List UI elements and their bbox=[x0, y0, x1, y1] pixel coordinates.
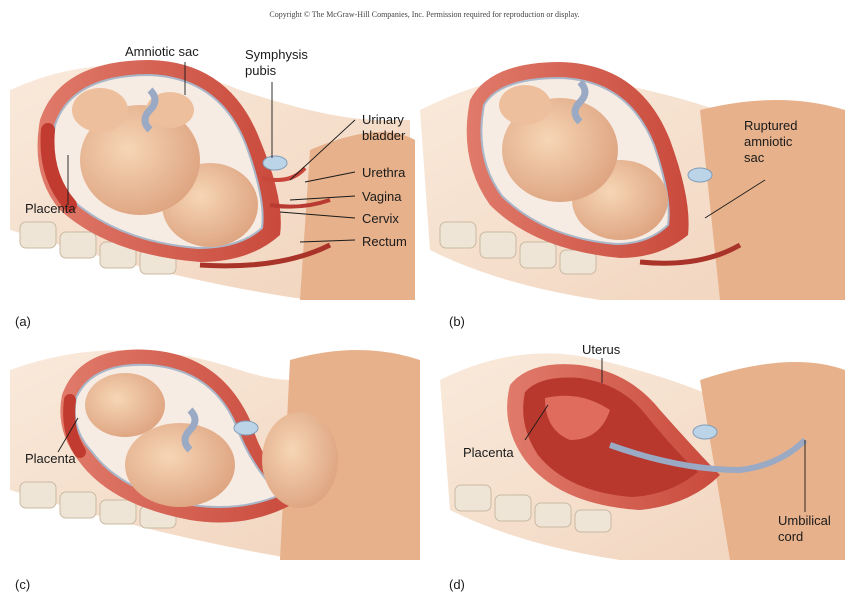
label-amniotic: amniotic bbox=[744, 134, 792, 150]
panel-b-illustration bbox=[420, 62, 845, 300]
label-sac: sac bbox=[744, 150, 764, 166]
label-vagina: Vagina bbox=[362, 189, 402, 205]
label-cord: cord bbox=[778, 529, 803, 545]
panel-label-d: (d) bbox=[449, 577, 465, 592]
label-cervix: Cervix bbox=[362, 211, 399, 227]
label-amniotic-sac: Amniotic sac bbox=[125, 44, 199, 60]
label-umbilical: Umbilical bbox=[778, 513, 831, 529]
label-symphysis: Symphysis bbox=[245, 47, 308, 63]
label-urinary: Urinary bbox=[362, 112, 404, 128]
panel-label-c: (c) bbox=[15, 577, 30, 592]
panel-label-b: (b) bbox=[449, 314, 465, 329]
label-uterus: Uterus bbox=[582, 342, 620, 358]
panel-a-illustration bbox=[10, 60, 415, 300]
label-urethra: Urethra bbox=[362, 165, 405, 181]
label-placenta-c: Placenta bbox=[25, 451, 76, 467]
label-placenta-d: Placenta bbox=[463, 445, 514, 461]
label-placenta-a: Placenta bbox=[25, 201, 76, 217]
label-rectum: Rectum bbox=[362, 234, 407, 250]
panel-label-a: (a) bbox=[15, 314, 31, 329]
label-ruptured: Ruptured bbox=[744, 118, 797, 134]
label-pubis: pubis bbox=[245, 63, 276, 79]
label-bladder: bladder bbox=[362, 128, 405, 144]
